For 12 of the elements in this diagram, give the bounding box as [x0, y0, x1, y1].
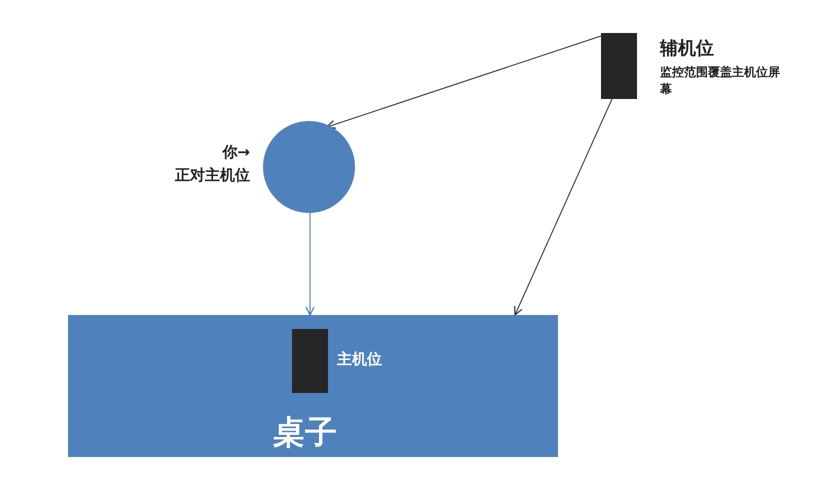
camera-block [292, 329, 328, 393]
desk-box [68, 315, 558, 457]
label: 正对主机位 [174, 166, 250, 185]
label: 主机位 [337, 350, 382, 369]
label: 你→ [221, 143, 250, 162]
arrow [326, 36, 602, 129]
arrow [305, 212, 315, 316]
camera-block [601, 33, 637, 99]
desk-label: 桌子 [273, 412, 337, 453]
heading: 辅机位 [660, 37, 714, 60]
label: 监控范围覆盖主机位屏幕 [660, 64, 781, 98]
arrow [514, 98, 612, 316]
